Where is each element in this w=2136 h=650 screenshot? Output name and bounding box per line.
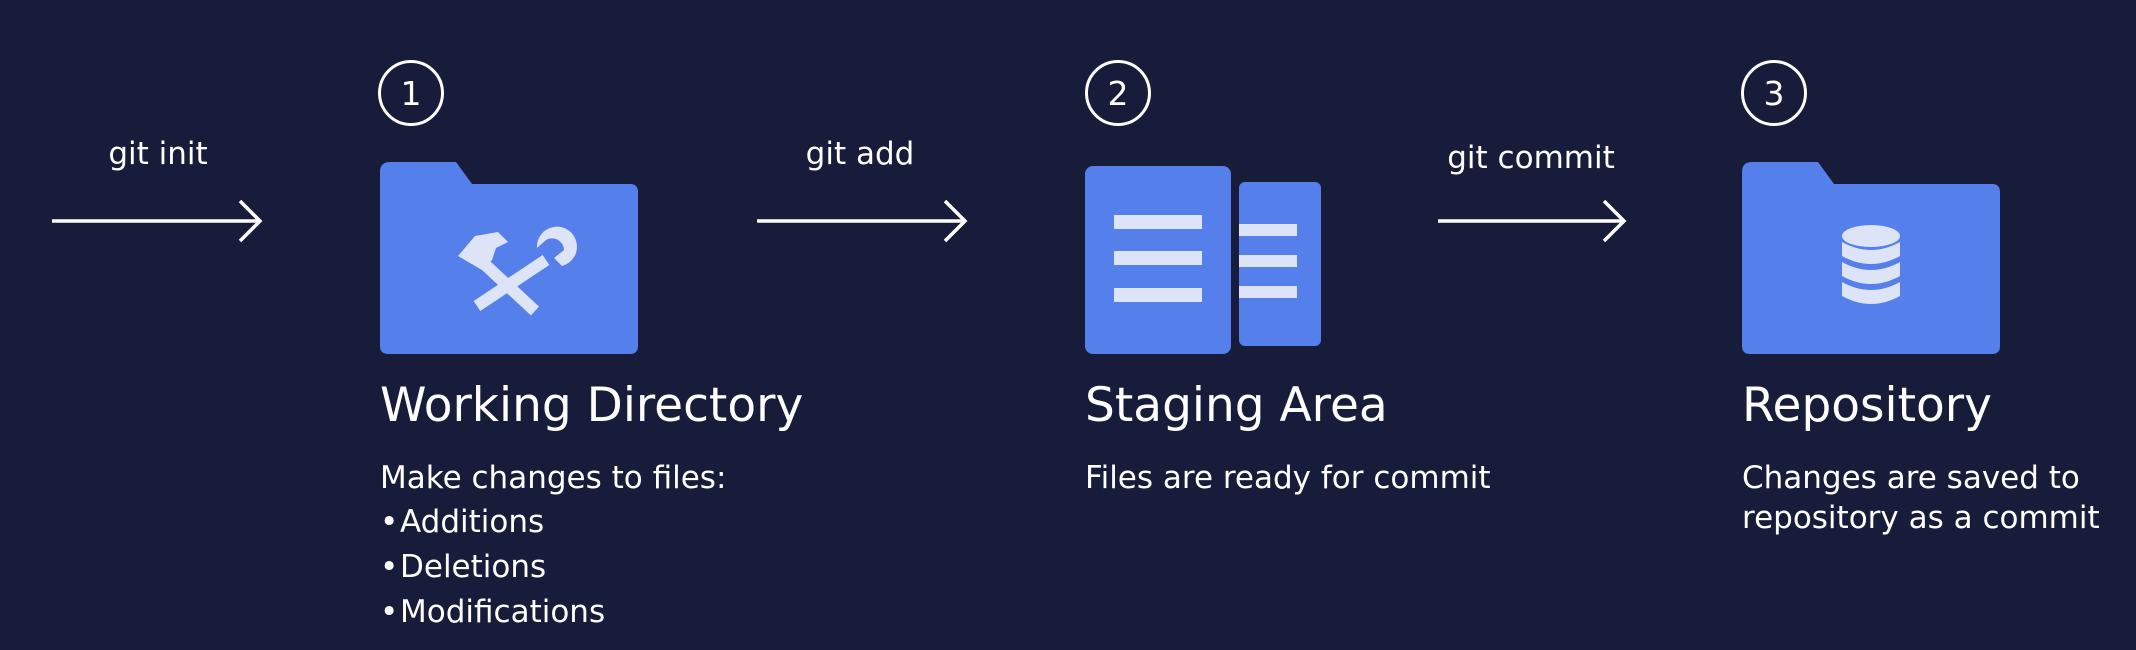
staging-area-description: Files are ready for commit (1085, 460, 1491, 496)
working-directory-description: Make changes to files: (380, 460, 727, 496)
git-commit-arrow (1438, 198, 1628, 244)
list-item: •Modifications (380, 594, 606, 630)
step-number-1: 1 (378, 60, 444, 126)
step-number-2: 2 (1085, 60, 1151, 126)
bullet-additions: Additions (400, 504, 545, 540)
git-commit-label: git commit (1447, 140, 1615, 176)
git-add-arrow (757, 198, 969, 244)
repository-description-line-2: repository as a commit (1742, 500, 2100, 536)
git-init-label: git init (108, 136, 208, 172)
bullet-modifications: Modifications (400, 594, 606, 630)
repository-title: Repository (1742, 378, 1992, 433)
bullet-deletions: Deletions (400, 549, 547, 585)
staging-area-title: Staging Area (1085, 378, 1388, 433)
tools-folder-icon (380, 162, 640, 354)
repository-description: Changes are saved to repository as a com… (1742, 458, 2100, 538)
list-item: •Additions (380, 504, 545, 540)
database-folder-icon (1742, 162, 2002, 354)
step-number-3: 3 (1741, 60, 1807, 126)
list-item: •Deletions (380, 549, 547, 585)
change-types-list: •Additions •Deletions •Modifications (380, 500, 605, 635)
git-add-label: git add (805, 136, 915, 172)
git-init-arrow (52, 198, 264, 244)
repository-description-line-1: Changes are saved to (1742, 460, 2080, 496)
staged-documents-icon (1085, 166, 1325, 356)
working-directory-title: Working Directory (380, 378, 804, 433)
